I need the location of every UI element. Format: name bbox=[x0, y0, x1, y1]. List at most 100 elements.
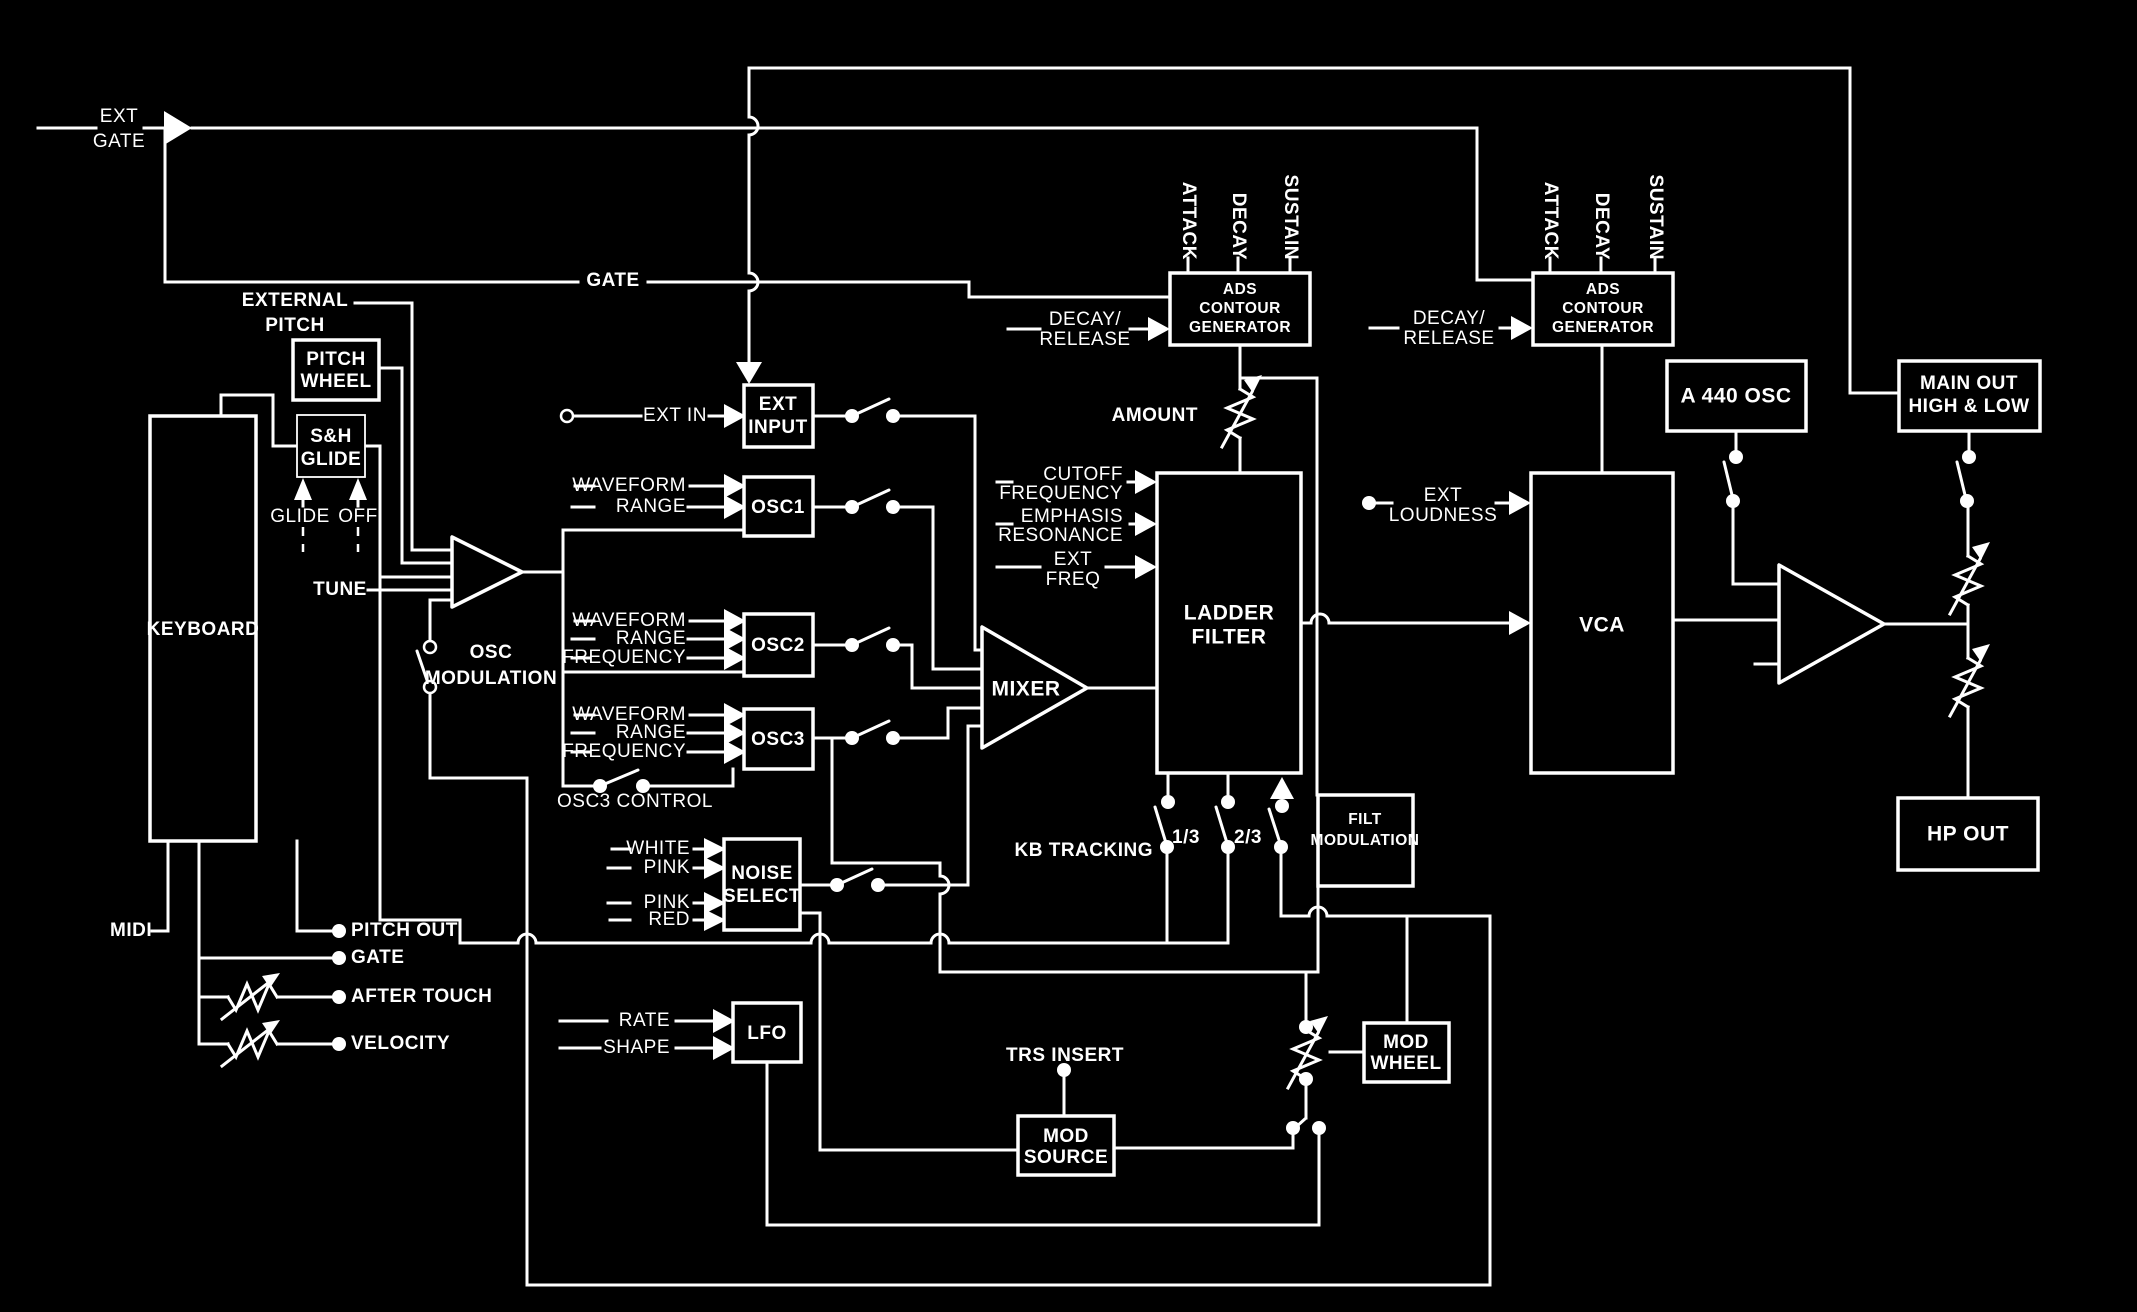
osc1-box: OSC1 bbox=[742, 475, 815, 538]
trs-insert-label: TRS INSERT bbox=[1006, 1045, 1124, 1066]
pink2-arrow-icon bbox=[704, 892, 726, 914]
mod-wheel-box: MOD WHEEL bbox=[1362, 1021, 1451, 1084]
svg-text:EXT: EXT bbox=[759, 394, 797, 415]
decay-release-l-arrow-icon bbox=[1148, 317, 1170, 341]
wires bbox=[36, 66, 1971, 1287]
ext-loudness-label: LOUDNESS bbox=[1389, 505, 1498, 526]
decay-release-label: DECAY/ bbox=[1049, 309, 1122, 330]
osc-pitch-amp bbox=[450, 535, 524, 609]
range2-arrow-icon bbox=[724, 627, 746, 651]
frequency2-arrow-icon bbox=[724, 646, 746, 670]
osc-modulation-switch-icon bbox=[415, 649, 430, 685]
osc1-waveform-label: WAVEFORM bbox=[572, 475, 686, 496]
off-arrow-icon bbox=[349, 478, 367, 500]
svg-text:S&H: S&H bbox=[310, 426, 352, 447]
open-terminals bbox=[422, 408, 575, 695]
main-out-box: MAIN OUT HIGH & LOW bbox=[1897, 359, 2042, 433]
emphasis-resonance-label: EMPHASIS bbox=[1021, 506, 1123, 527]
glide-arrow-icon bbox=[294, 478, 312, 500]
cutoff-arrow-icon bbox=[1135, 470, 1157, 494]
osc3-box: OSC3 bbox=[742, 707, 815, 771]
svg-text:ADS: ADS bbox=[1223, 281, 1257, 298]
emphasis-arrow-icon bbox=[1135, 512, 1157, 536]
kb-tracking-label: KB TRACKING bbox=[1015, 840, 1154, 861]
decay-label: DECAY bbox=[1228, 193, 1249, 260]
hp-volume-pot-icon bbox=[1948, 642, 1992, 718]
external-pitch-label: EXTERNAL bbox=[242, 290, 348, 311]
svg-text:GLIDE: GLIDE bbox=[301, 449, 362, 470]
hp-out-box: HP OUT bbox=[1896, 796, 2040, 872]
osc-modulation-label: MODULATION bbox=[425, 668, 557, 689]
gate-out-label: GATE bbox=[351, 947, 404, 968]
svg-text:FILT: FILT bbox=[1348, 811, 1382, 828]
osc1-range-label: RANGE bbox=[616, 496, 686, 517]
svg-text:WHEEL: WHEEL bbox=[1370, 1053, 1441, 1074]
ladder-filter-box: LADDER FILTER bbox=[1155, 471, 1303, 775]
svg-text:FILTER: FILTER bbox=[1192, 626, 1267, 649]
velocity-label: VELOCITY bbox=[351, 1033, 450, 1054]
pitch-out-label: PITCH OUT bbox=[351, 920, 458, 941]
pink-label: PINK bbox=[644, 857, 690, 878]
glide-label: GLIDE bbox=[270, 506, 330, 527]
ext-gate-label: GATE bbox=[93, 131, 145, 152]
arrowheads bbox=[164, 111, 1533, 1060]
ext-loudness-arrow-icon bbox=[1509, 491, 1531, 515]
decay-release-r-arrow-icon bbox=[1511, 316, 1533, 340]
a440-osc-box: A 440 OSC bbox=[1665, 359, 1808, 433]
svg-text:MODULATION: MODULATION bbox=[1311, 832, 1420, 849]
gate-label: GATE bbox=[586, 270, 639, 291]
lfo-box: LFO bbox=[731, 1001, 803, 1064]
ext-loudness-label: EXT bbox=[1424, 485, 1462, 506]
kb-tracking-23-switch-icon bbox=[1214, 805, 1229, 845]
pitch-wheel-box: PITCH WHEEL bbox=[291, 338, 381, 402]
sustain-label: SUSTAIN bbox=[1645, 175, 1666, 260]
waveform3-arrow-icon bbox=[724, 703, 746, 727]
main-out-switch-icon bbox=[1955, 460, 1967, 497]
pink-arrow-icon bbox=[704, 857, 726, 879]
svg-text:SELECT: SELECT bbox=[723, 886, 801, 907]
filt-mod-up-arrow-icon bbox=[1270, 777, 1294, 799]
svg-text:OSC2: OSC2 bbox=[751, 635, 805, 656]
osc2-box: OSC2 bbox=[742, 612, 815, 678]
svg-text:MOD: MOD bbox=[1043, 1126, 1089, 1147]
osc3-frequency-label: FREQUENCY bbox=[562, 741, 686, 762]
svg-text:CONTOUR: CONTOUR bbox=[1562, 300, 1644, 317]
svg-text:WHEEL: WHEEL bbox=[300, 371, 371, 392]
a440-switch-icon bbox=[1722, 460, 1734, 497]
ext-in-arrow-icon bbox=[724, 404, 746, 428]
mixer-label: MIXER bbox=[991, 678, 1060, 701]
cutoff-frequency-label: FREQUENCY bbox=[999, 483, 1123, 504]
ext-freq-label: EXT bbox=[1054, 549, 1092, 570]
connection-dots bbox=[332, 409, 1976, 1135]
svg-text:GENERATOR: GENERATOR bbox=[1552, 319, 1654, 336]
range1-arrow-icon bbox=[724, 495, 746, 519]
ext-freq-arrow-icon bbox=[1135, 555, 1157, 579]
filter-out-arrow-icon bbox=[1509, 611, 1531, 635]
svg-text:GENERATOR: GENERATOR bbox=[1189, 319, 1291, 336]
svg-text:HP OUT: HP OUT bbox=[1927, 823, 2009, 846]
frequency3-arrow-icon bbox=[724, 740, 746, 764]
one-third-label: 1/3 bbox=[1172, 827, 1200, 848]
cutoff-frequency-label: CUTOFF bbox=[1043, 464, 1123, 485]
osc2-waveform-label: WAVEFORM bbox=[572, 610, 686, 631]
ads-contour-generator-left-box: ADS CONTOUR GENERATOR bbox=[1168, 271, 1312, 347]
off-label: OFF bbox=[338, 506, 378, 527]
range3-arrow-icon bbox=[724, 721, 746, 745]
noise-select-box: NOISE SELECT bbox=[722, 837, 802, 932]
ext-gate-arrow-icon bbox=[164, 111, 192, 145]
svg-text:HIGH & LOW: HIGH & LOW bbox=[1908, 396, 2029, 417]
white-label: WHITE bbox=[626, 838, 690, 859]
vca-box: VCA bbox=[1529, 471, 1675, 775]
amount-label: AMOUNT bbox=[1112, 405, 1198, 426]
amount-pot-icon bbox=[1220, 373, 1264, 449]
labels: EXT GATE GATE EXTERNAL PITCH GLIDE OFF T… bbox=[93, 106, 1666, 1066]
ext-freq-label: FREQ bbox=[1046, 569, 1101, 590]
white-arrow-icon bbox=[704, 838, 726, 860]
mod-source-box: MOD SOURCE bbox=[1016, 1114, 1116, 1177]
decay-release-label: DECAY/ bbox=[1413, 308, 1486, 329]
red-arrow-icon bbox=[704, 909, 726, 931]
sh-glide-box: S&H GLIDE bbox=[296, 414, 366, 478]
two-thirds-label: 2/3 bbox=[1234, 827, 1262, 848]
velocity-pot-icon bbox=[220, 1018, 282, 1068]
